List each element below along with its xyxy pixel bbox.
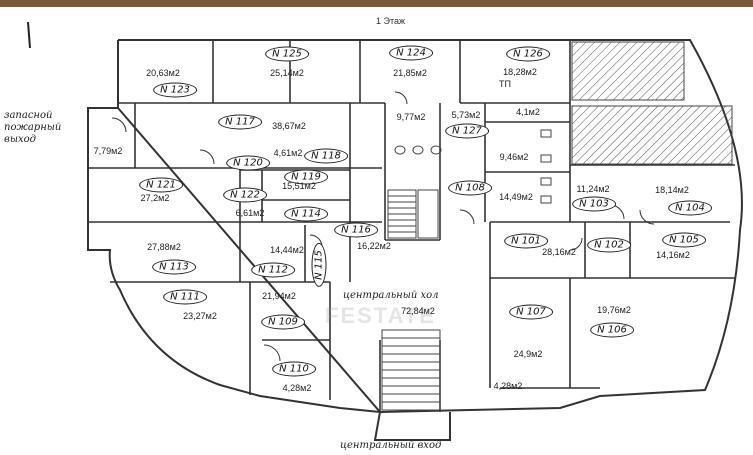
room-number: N 112 <box>251 262 295 278</box>
room-area: 27,2м2 <box>140 193 170 203</box>
room-area: 72,84м2 <box>401 306 435 316</box>
toilet-fixtures <box>394 129 552 204</box>
watermark-text: FESTATE <box>325 303 436 328</box>
room-area: 11,24м2 <box>576 184 610 194</box>
room-number: N 110 <box>272 361 316 377</box>
room-number: N 101 <box>504 233 548 249</box>
room-area: 18,28м2 <box>503 67 537 77</box>
room-area: 14,16м2 <box>656 250 690 260</box>
entrance-staircase <box>381 329 441 411</box>
room-number: N 102 <box>587 237 631 253</box>
room-area: 19,76м2 <box>597 305 631 315</box>
outer-wall <box>87 39 743 441</box>
room-number: N 126 <box>506 46 550 62</box>
room-area: 18,14м2 <box>655 185 689 195</box>
room-number: N 127 <box>445 123 489 139</box>
room-number: N 120 <box>226 155 270 171</box>
room-number: N 107 <box>509 304 553 320</box>
room-number: N 103 <box>572 196 616 212</box>
room-number: N 121 <box>139 177 183 193</box>
fire-exit-label-3: выход <box>4 134 36 145</box>
room-area: 28,16м2 <box>542 247 576 257</box>
floor-title: 1 Этаж <box>376 16 406 26</box>
room-number: N 113 <box>152 259 196 275</box>
room-number: N 116 <box>334 222 378 238</box>
room-number: N 119 <box>284 169 328 185</box>
room-number: N 122 <box>223 187 267 203</box>
room-area: 4,61м2 <box>273 148 303 158</box>
room-number: N 117 <box>218 114 262 130</box>
room-number: N 105 <box>662 232 706 248</box>
room-area: 4,28м2 <box>493 381 523 391</box>
room-note: ТП <box>499 79 511 89</box>
pen-mark <box>27 21 31 49</box>
central-hall-label: центральный хол <box>343 290 439 301</box>
room-number: N 106 <box>590 322 634 338</box>
room-number: N 123 <box>153 82 197 98</box>
room-number: N 114 <box>284 206 328 222</box>
room-area: 4,28м2 <box>282 383 312 393</box>
room-number: N 115 <box>311 243 327 287</box>
room-area: 21,94м2 <box>262 291 296 301</box>
room-area: 6,61м2 <box>235 208 265 218</box>
room-area: 38,67м2 <box>272 121 306 131</box>
room-number: N 104 <box>668 200 712 216</box>
room-area: 7,79м2 <box>93 146 123 156</box>
room-number: N 108 <box>448 180 492 196</box>
room-number: N 111 <box>163 289 207 305</box>
main-entrance-label: центральный вход <box>340 440 442 451</box>
room-area: 5,73м2 <box>451 110 481 120</box>
room-area: 16,22м2 <box>357 241 391 251</box>
room-area: 23,27м2 <box>183 311 217 321</box>
room-area: 4,1м2 <box>516 107 540 117</box>
room-area: 21,85м2 <box>393 68 427 78</box>
central-staircase <box>387 189 439 239</box>
room-area: 14,49м2 <box>499 192 533 202</box>
room-number: N 118 <box>304 148 348 164</box>
room-area: 15,51м2 <box>282 181 316 191</box>
room-area: 24,9м2 <box>513 349 543 359</box>
fire-exit-label-1: запасной <box>4 110 53 121</box>
room-area: 9,46м2 <box>499 152 529 162</box>
room-area: 25,14м2 <box>270 68 304 78</box>
scan-border <box>0 0 753 7</box>
room-area: 27,88м2 <box>147 242 181 252</box>
room-number: N 125 <box>265 46 309 62</box>
fire-exit-label-2: пожарный <box>4 122 62 133</box>
room-area: 14,44м2 <box>270 245 304 255</box>
hatched-zone-mid <box>571 105 733 165</box>
hatched-zone-top <box>571 41 685 101</box>
room-number: N 124 <box>389 45 433 61</box>
room-area: 20,63м2 <box>146 68 180 78</box>
room-area: 9,77м2 <box>396 112 426 122</box>
room-number: N 109 <box>261 314 305 330</box>
